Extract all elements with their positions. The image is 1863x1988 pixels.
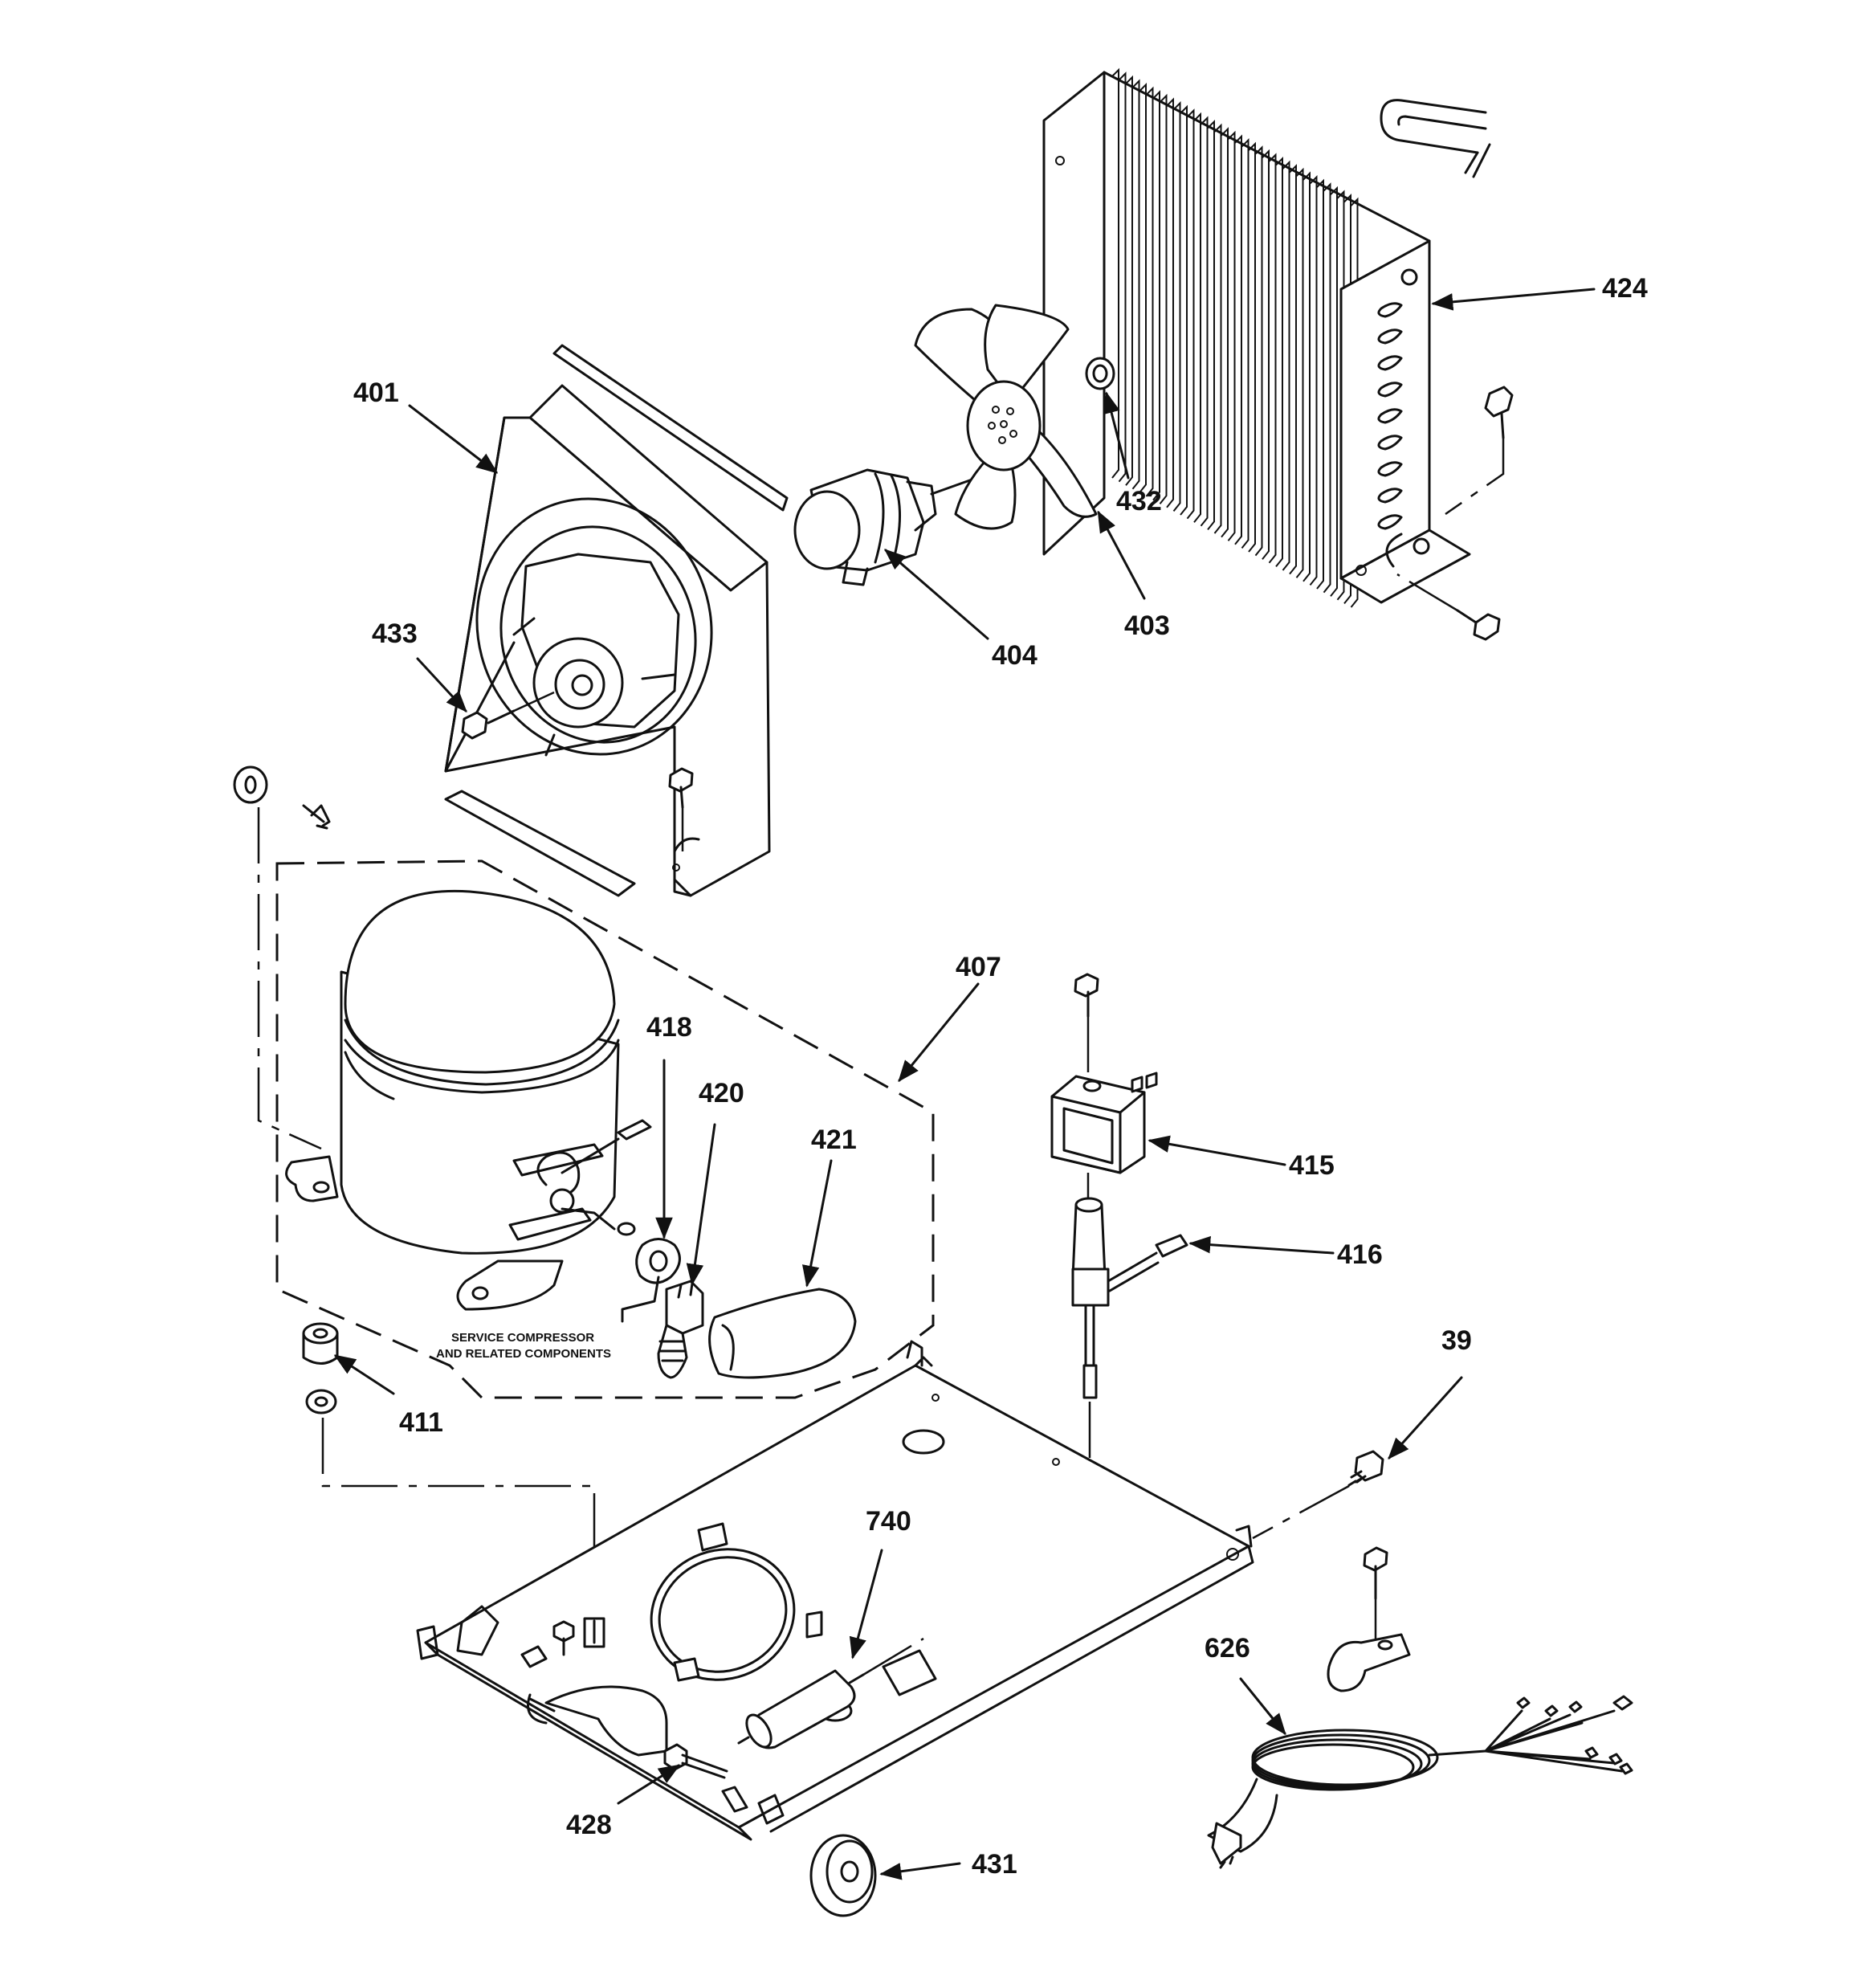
solenoid-screw — [1074, 973, 1099, 1080]
screw-part-39 — [1252, 1450, 1384, 1540]
relay-part-420 — [657, 1280, 704, 1379]
valve-body-part-416 — [1071, 1197, 1188, 1399]
callout-401: 401 — [353, 378, 399, 408]
clip-small — [302, 804, 331, 830]
callout-labels: 401 433 404 403 432 424 407 418 420 421 … — [353, 273, 1648, 1880]
fan-blade-part-403 — [914, 304, 1098, 530]
callout-407: 407 — [956, 952, 1001, 982]
filter-drier-part-740 — [737, 1669, 865, 1749]
leader-drier-line — [862, 1637, 924, 1676]
grommet-part-411 — [302, 1322, 339, 1414]
washer-432 — [1085, 357, 1115, 390]
callout-433: 433 — [372, 618, 418, 649]
u-tube-fitting — [1380, 99, 1491, 178]
callout-740: 740 — [866, 1506, 911, 1537]
power-cord-part-626 — [1207, 1695, 1633, 1869]
condenser-part-424 — [1042, 67, 1471, 608]
overload-part-418 — [621, 1238, 681, 1323]
screw-part-428 — [663, 1743, 728, 1779]
callout-432: 432 — [1116, 486, 1162, 516]
callout-626: 626 — [1205, 1633, 1250, 1663]
service-assembly-boundary — [275, 859, 935, 1399]
leader-grommet-base — [321, 1418, 596, 1590]
callout-431: 431 — [972, 1849, 1017, 1880]
mount-washer-top — [233, 765, 268, 804]
condenser-coil-slots — [1377, 302, 1403, 530]
callout-416: 416 — [1337, 1239, 1383, 1270]
leader-washer-compressor — [257, 807, 322, 1150]
callout-420: 420 — [699, 1078, 744, 1108]
leader-arrows — [333, 288, 1596, 1880]
service-note-line-2: AND RELATED COMPONENTS — [436, 1347, 611, 1361]
shroud-strip-lower — [444, 790, 636, 897]
screw-433 — [461, 691, 555, 740]
condenser-screw-upper — [1445, 386, 1514, 516]
callout-404: 404 — [992, 640, 1037, 671]
service-note-line-1: SERVICE COMPRESSOR — [451, 1331, 594, 1345]
condenser-fins — [1111, 67, 1359, 608]
callout-411: 411 — [399, 1407, 443, 1438]
shroud-screw-lower — [668, 767, 694, 851]
callout-418: 418 — [646, 1012, 692, 1043]
callout-424: 424 — [1602, 273, 1648, 304]
callout-39: 39 — [1441, 1325, 1472, 1356]
caster-wheel-part-431 — [809, 1834, 877, 1917]
callout-428: 428 — [566, 1810, 612, 1840]
callout-403: 403 — [1124, 610, 1170, 641]
cord-clamp — [1327, 1546, 1411, 1692]
compressor — [285, 889, 652, 1311]
cover-part-421 — [708, 1288, 857, 1379]
fan-motor-part-404 — [793, 468, 989, 586]
callout-415: 415 — [1289, 1150, 1335, 1181]
fan-hub-holes — [988, 406, 1017, 444]
callout-421: 421 — [811, 1125, 857, 1155]
solenoid-coil-part-415 — [1050, 1072, 1158, 1174]
condenser-screw-lower — [1396, 573, 1501, 641]
base-pan — [416, 1340, 1254, 1841]
